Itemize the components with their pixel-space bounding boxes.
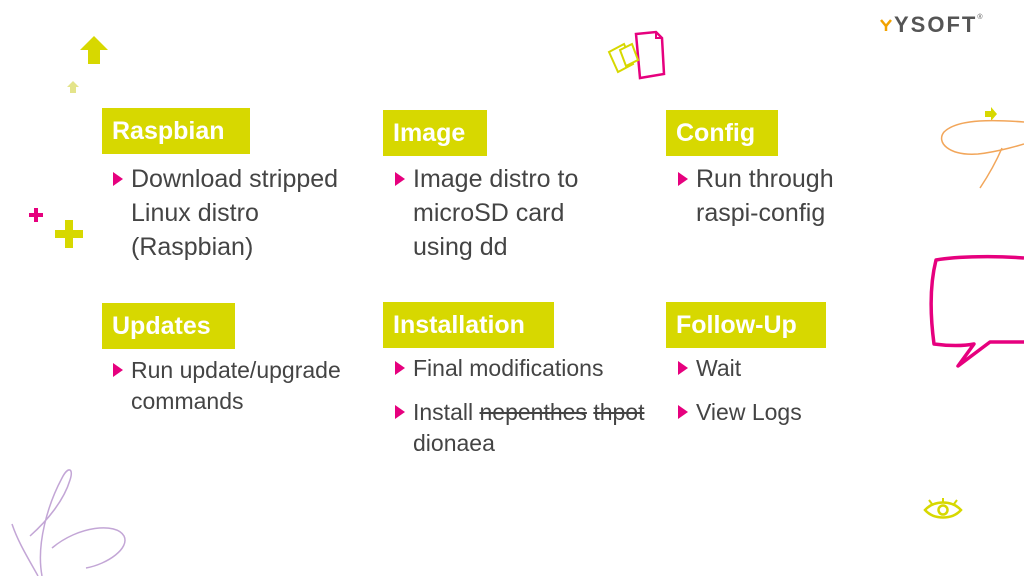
bullet-triangle-icon	[678, 172, 688, 186]
purple-swirl	[11, 469, 126, 576]
config-bullets: Run through raspi-config	[678, 162, 878, 230]
section-title-installation: Installation	[383, 302, 554, 348]
bullet-triangle-icon	[395, 405, 405, 419]
eye-icon	[923, 498, 963, 519]
small-arrow-up-icon	[67, 81, 79, 93]
updates-bullets: Run update/upgrade commands	[113, 355, 353, 430]
logo-trademark: ®	[977, 13, 983, 21]
bullet-triangle-icon	[395, 172, 405, 186]
section-title-image: Image	[383, 110, 487, 156]
list-item: Wait	[678, 353, 898, 384]
list-item: Image distro to microSD card using dd	[395, 162, 625, 264]
section-title-followup: Follow-Up	[666, 302, 826, 348]
plus-icon	[55, 220, 83, 248]
ysoft-logo: YSOFT ®	[880, 12, 983, 38]
speech-bubble-icon	[929, 254, 1024, 368]
list-item: Download stripped Linux distro (Raspbian…	[113, 162, 363, 264]
struck-text: nepenthes	[479, 399, 587, 425]
list-item: Install nepenthes thpot dionaea	[395, 397, 645, 459]
struck-text: thpot	[593, 399, 645, 425]
list-item: Final modifications	[395, 353, 645, 384]
arrow-right-icon	[985, 107, 997, 121]
logo-text: YSOFT	[894, 12, 978, 37]
bullet-triangle-icon	[678, 405, 688, 419]
documents-icon	[607, 30, 666, 80]
small-plus-icon	[29, 208, 43, 222]
followup-bullets: Wait View Logs	[678, 353, 898, 441]
bullet-triangle-icon	[113, 363, 123, 377]
installation-bullets: Final modifications Install nepenthes th…	[395, 353, 645, 472]
image-bullets: Image distro to microSD card using dd	[395, 162, 625, 264]
orange-swirl	[940, 119, 1024, 189]
bullet-triangle-icon	[395, 361, 405, 375]
list-item: View Logs	[678, 397, 898, 428]
section-title-raspbian: Raspbian	[102, 108, 250, 154]
list-item: Run update/upgrade commands	[113, 355, 353, 417]
list-item: Run through raspi-config	[678, 162, 878, 230]
raspbian-bullets: Download stripped Linux distro (Raspbian…	[113, 162, 363, 264]
section-title-updates: Updates	[102, 303, 235, 349]
section-title-config: Config	[666, 110, 778, 156]
logo-mark-icon	[880, 19, 892, 31]
bullet-triangle-icon	[678, 361, 688, 375]
arrow-up-icon	[80, 36, 108, 64]
bullet-triangle-icon	[113, 172, 123, 186]
